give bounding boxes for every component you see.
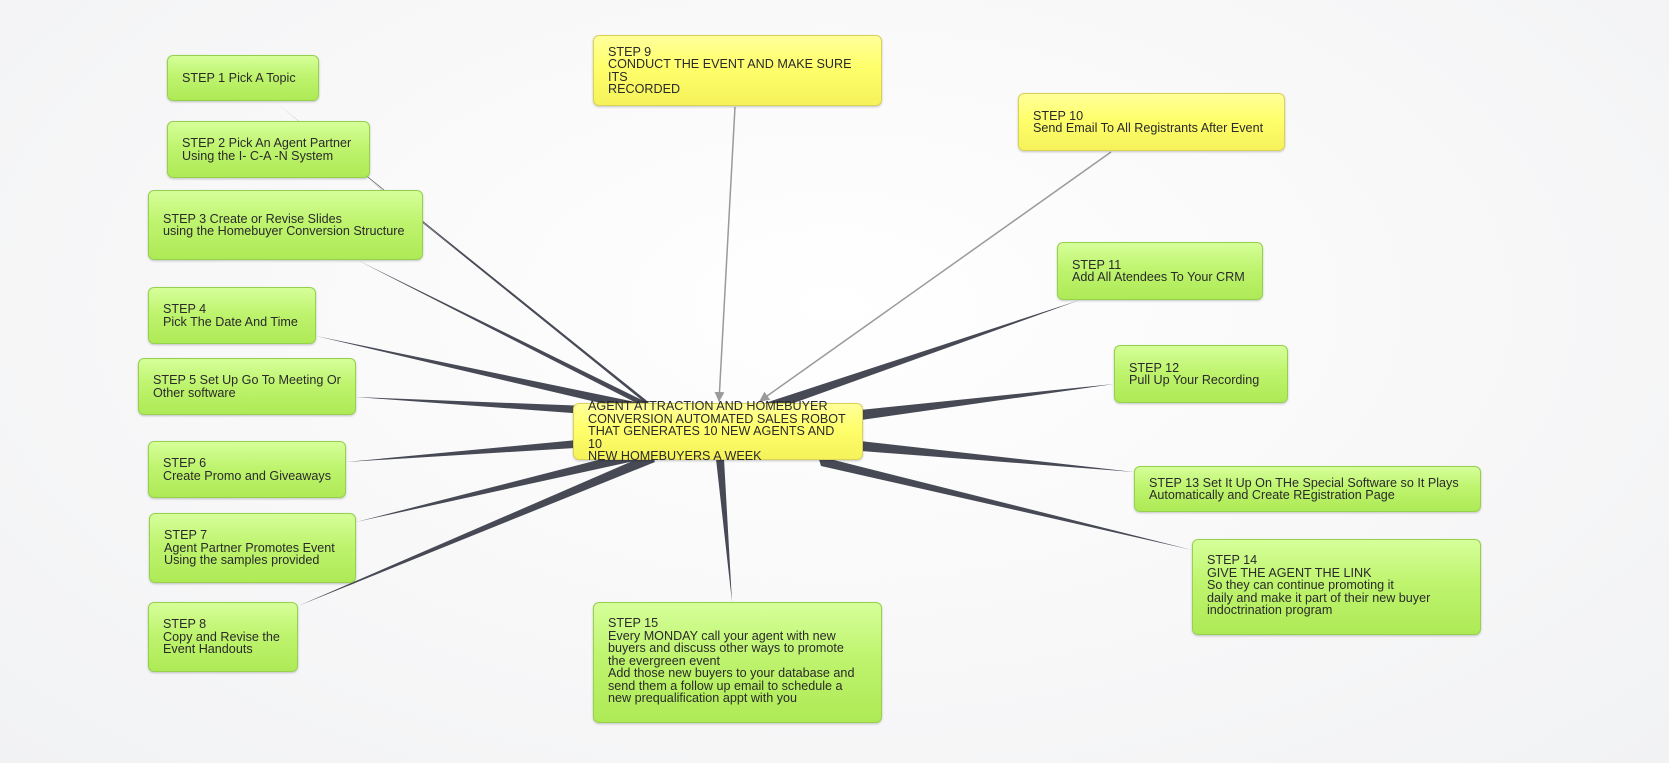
step-7-node[interactable]: STEP 7 Agent Partner Promotes Event Usin… <box>149 513 356 583</box>
step-8-node[interactable]: STEP 8 Copy and Revise the Event Handout… <box>148 602 298 672</box>
connector-step-2 <box>367 178 654 410</box>
step-15-node[interactable]: STEP 15 Every MONDAY call your agent wit… <box>593 602 882 723</box>
step-3-text: STEP 3 Create or Revise Slides using the… <box>163 211 405 238</box>
step-4-node[interactable]: STEP 4 Pick The Date And Time <box>148 287 316 344</box>
connector-step-10-arrow <box>759 151 1112 402</box>
step-10-text: STEP 10 Send Email To All Registrants Af… <box>1033 108 1264 135</box>
step-12-node[interactable]: STEP 12 Pull Up Your Recording <box>1114 345 1288 403</box>
connector-step-3 <box>357 260 652 411</box>
step-9-node[interactable]: STEP 9 CONDUCT THE EVENT AND MAKE SURE I… <box>593 35 882 106</box>
connector-step-9-arrow <box>714 106 736 402</box>
step-2-node[interactable]: STEP 2 Pick An Agent Partner Using the I… <box>167 121 370 178</box>
step-3-node[interactable]: STEP 3 Create or Revise Slides using the… <box>148 190 423 260</box>
connector-step-4 <box>316 336 643 413</box>
connector-step-5 <box>355 397 640 418</box>
step-14-node[interactable]: STEP 14 GIVE THE AGENT THE LINK So they … <box>1192 539 1481 635</box>
step-2-text: STEP 2 Pick An Agent Partner Using the I… <box>182 136 352 163</box>
step-11-node[interactable]: STEP 11 Add All Atendees To Your CRM <box>1057 242 1263 300</box>
step-10-node[interactable]: STEP 10 Send Email To All Registrants Af… <box>1018 93 1285 151</box>
connector-step-11 <box>762 300 1080 413</box>
step-13-node[interactable]: STEP 13 Set It Up On THe Special Softwar… <box>1134 466 1481 512</box>
step-6-node[interactable]: STEP 6 Create Promo and Giveaways <box>148 441 346 498</box>
step-14-text: STEP 14 GIVE THE AGENT THE LINK So they … <box>1207 553 1431 617</box>
step-9-text: STEP 9 CONDUCT THE EVENT AND MAKE SURE I… <box>608 44 852 96</box>
step-8-text: STEP 8 Copy and Revise the Event Handout… <box>163 617 280 657</box>
connector-step-15 <box>716 459 732 602</box>
central-node-text: AGENT ATTRACTION AND HOMEBUYER CONVERSIO… <box>588 399 846 464</box>
step-12-text: STEP 12 Pull Up Your Recording <box>1129 360 1260 387</box>
connector-step-6 <box>346 434 640 462</box>
step-11-text: STEP 11 Add All Atendees To Your CRM <box>1072 257 1245 284</box>
step-6-text: STEP 6 Create Promo and Giveaways <box>163 456 331 483</box>
step-5-node[interactable]: STEP 5 Set Up Go To Meeting Or Other sof… <box>138 358 356 415</box>
step-1-node[interactable]: STEP 1 Pick A Topic <box>167 55 319 101</box>
connector-step-8 <box>298 453 655 606</box>
step-15-text: STEP 15 Every MONDAY call your agent wit… <box>608 616 855 705</box>
step-4-text: STEP 4 Pick The Date And Time <box>163 302 298 329</box>
step-1-text: STEP 1 Pick A Topic <box>182 70 296 85</box>
connector-step-14 <box>818 456 1192 550</box>
central-node[interactable]: AGENT ATTRACTION AND HOMEBUYER CONVERSIO… <box>573 399 863 464</box>
connector-step-7 <box>356 448 648 522</box>
connector-step-12 <box>860 384 1114 420</box>
step-13-text: STEP 13 Set It Up On THe Special Softwar… <box>1149 475 1459 502</box>
step-7-text: STEP 7 Agent Partner Promotes Event Usin… <box>164 528 335 568</box>
step-5-text: STEP 5 Set Up Go To Meeting Or Other sof… <box>153 373 341 400</box>
connector-step-13 <box>860 441 1134 472</box>
